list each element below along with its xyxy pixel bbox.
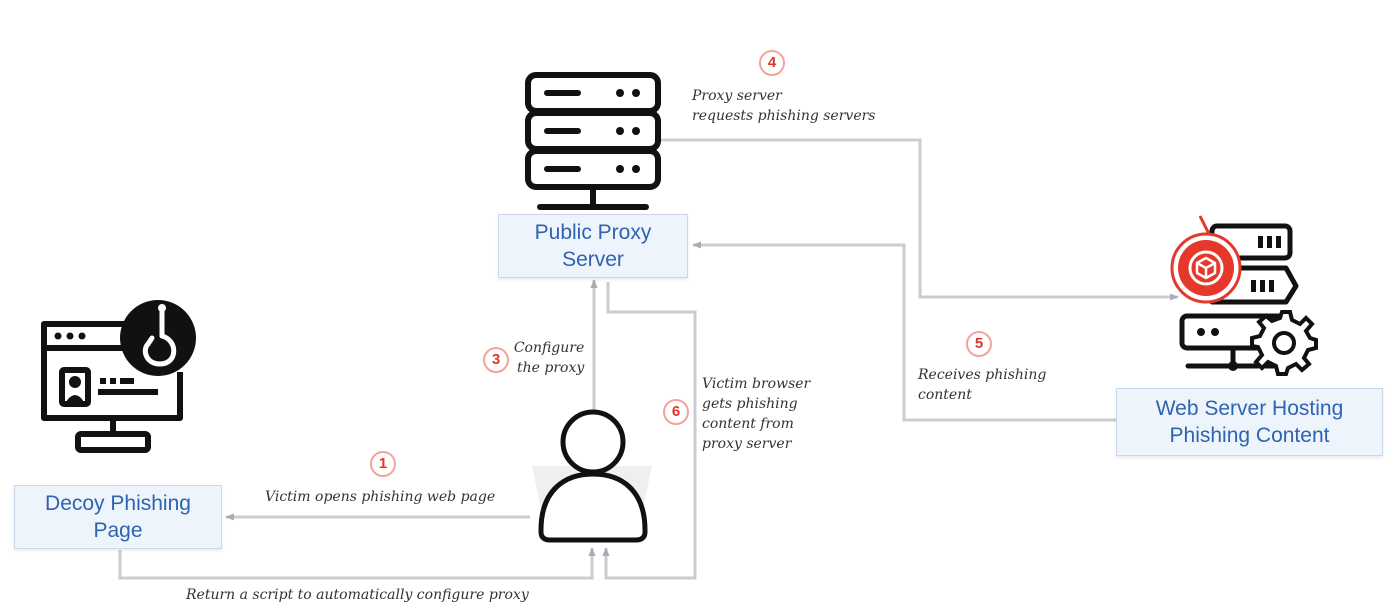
decoy-phishing-page-box: Decoy Phishing Page — [14, 485, 222, 549]
step-badge-1: 1 — [370, 451, 396, 477]
step-badge-6: 6 — [663, 399, 689, 425]
step-6-line3: content from — [702, 416, 794, 432]
step-4-line2: requests phishing servers — [692, 108, 876, 124]
user-icon — [532, 409, 652, 543]
step-badge-3: 3 — [483, 347, 509, 373]
decoy-line2: Page — [93, 519, 143, 542]
step-3-line1: Configure — [513, 340, 585, 356]
step-4-line1: Proxy server — [692, 88, 782, 104]
connector-webserver-to-proxy — [692, 241, 1117, 422]
connector-proxy-to-webserver — [660, 138, 1179, 301]
step-5-line1: Receives phishing — [918, 367, 1047, 383]
proxy-line1: Public Proxy — [534, 221, 652, 244]
step-6-line4: proxy server — [702, 436, 792, 452]
step-6-label: Victim browser gets phishing content fro… — [702, 374, 810, 454]
step-5-line2: content — [918, 387, 972, 403]
connector-proxy-to-victim — [602, 282, 697, 580]
web-server-line1: Web Server Hosting — [1155, 397, 1344, 420]
proxy-line2: Server — [562, 248, 624, 271]
web-server-gear-icon — [1170, 215, 1318, 376]
step-1-label: Victim opens phishing web page — [265, 489, 496, 505]
server-rack-icon — [525, 72, 661, 210]
step-badge-5: 5 — [966, 331, 992, 357]
phishing-monitor-icon — [41, 300, 196, 453]
web-server-line2: Phishing Content — [1169, 424, 1330, 447]
public-proxy-server-box: Public Proxy Server — [498, 214, 688, 278]
step-6-line2: gets phishing — [702, 396, 798, 412]
decoy-line1: Decoy Phishing — [45, 492, 191, 515]
step-6-line1: Victim browser — [702, 376, 811, 392]
step-4-label: Proxy server requests phishing servers — [692, 86, 875, 126]
step-badge-4: 4 — [759, 50, 785, 76]
step-5-label: Receives phishing content — [918, 365, 1046, 405]
step-3-label: Configure the proxy — [513, 338, 584, 378]
web-server-box: Web Server Hosting Phishing Content — [1116, 388, 1383, 456]
connector-decoy-to-victim — [118, 547, 596, 580]
return-script-label: Return a script to automatically configu… — [186, 587, 529, 603]
step-3-line2: the proxy — [517, 360, 585, 376]
